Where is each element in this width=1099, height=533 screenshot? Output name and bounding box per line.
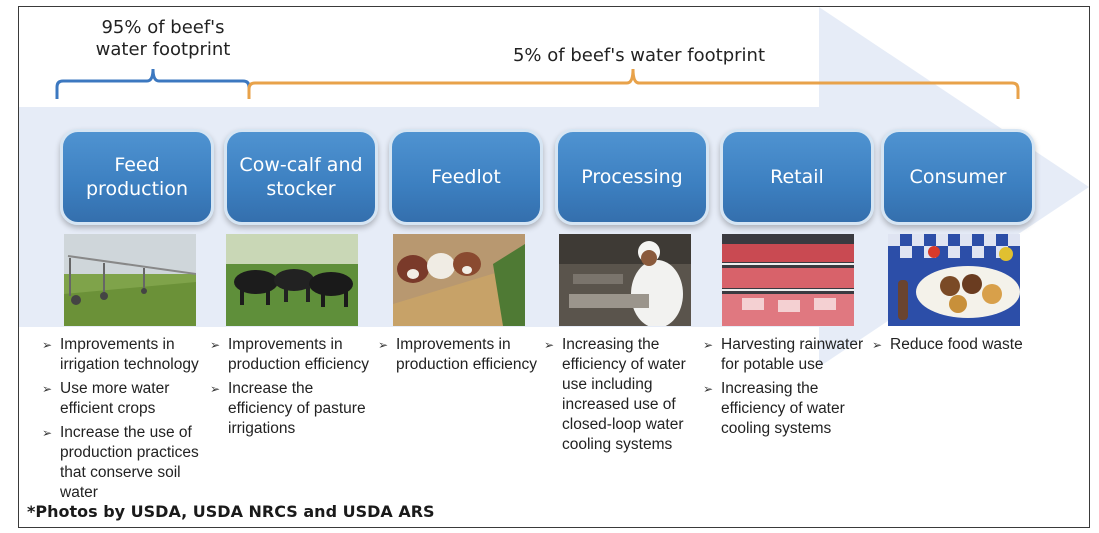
stage-processing: Processing	[555, 129, 709, 225]
arrow-bullet-icon: ➢	[42, 382, 53, 396]
arrow-bullet-icon: ➢	[42, 338, 53, 352]
photo-credit-footnote: *Photos by USDA, USDA NRCS and USDA ARS	[27, 502, 435, 521]
list-item: ➢Increasing the efficiency of water use …	[544, 336, 686, 453]
stage-feed-production: Feed production	[60, 129, 214, 225]
photo-cattle-grazing	[226, 234, 358, 326]
list-item: ➢Improvements in production efficiency	[210, 336, 370, 373]
diagram-frame: 95% of beef's water footprint 5% of beef…	[18, 6, 1090, 528]
bullets-feed-production: ➢Improvements in irrigation technology ➢…	[42, 335, 207, 507]
list-item: ➢Use more water efficient crops	[42, 380, 170, 417]
footprint-braces	[55, 68, 1020, 99]
photo-irrigation	[64, 234, 196, 326]
arrow-bullet-icon: ➢	[703, 382, 714, 396]
label-5-percent: 5% of beef's water footprint	[512, 45, 766, 66]
brace-5-percent	[247, 68, 1020, 99]
list-item: ➢Increase the efficiency of pasture irri…	[210, 380, 366, 437]
photo-retail-meat-case	[722, 234, 854, 326]
bullets-retail: ➢Harvesting rainwater for potable use ➢I…	[703, 335, 868, 443]
stage-retail: Retail	[720, 129, 874, 225]
list-item: ➢Improvements in production efficiency	[378, 336, 538, 373]
arrow-bullet-icon: ➢	[378, 338, 389, 352]
arrow-bullet-icon: ➢	[703, 338, 714, 352]
label-95-percent: 95% of beef's water footprint	[95, 17, 231, 60]
list-item: ➢Increase the use of production practice…	[42, 424, 199, 501]
stage-cow-calf-stocker: Cow-calf and stocker	[224, 129, 378, 225]
photo-feedlot	[393, 234, 525, 326]
stage-feedlot: Feedlot	[389, 129, 543, 225]
arrow-bullet-icon: ➢	[210, 382, 221, 396]
list-item: ➢Reduce food waste	[872, 336, 1023, 353]
arrow-bullet-icon: ➢	[210, 338, 221, 352]
arrow-bullet-icon: ➢	[872, 338, 883, 352]
list-item: ➢Harvesting rainwater for potable use	[703, 336, 864, 373]
bullets-feedlot: ➢Improvements in production efficiency	[378, 335, 543, 379]
stage-consumer: Consumer	[881, 129, 1035, 225]
bullets-cow-calf-stocker: ➢Improvements in production efficiency ➢…	[210, 335, 375, 443]
arrow-bullet-icon: ➢	[544, 338, 555, 352]
photo-processing	[559, 234, 691, 326]
photo-consumer-meal	[888, 234, 1020, 326]
brace-95-percent	[55, 68, 251, 99]
list-item: ➢Improvements in irrigation technology	[42, 336, 199, 373]
bullets-processing: ➢Increasing the efficiency of water use …	[544, 335, 709, 459]
arrow-bullet-icon: ➢	[42, 426, 53, 440]
list-item: ➢Increasing the efficiency of water cool…	[703, 380, 845, 437]
bullets-consumer: ➢Reduce food waste	[872, 335, 1037, 359]
